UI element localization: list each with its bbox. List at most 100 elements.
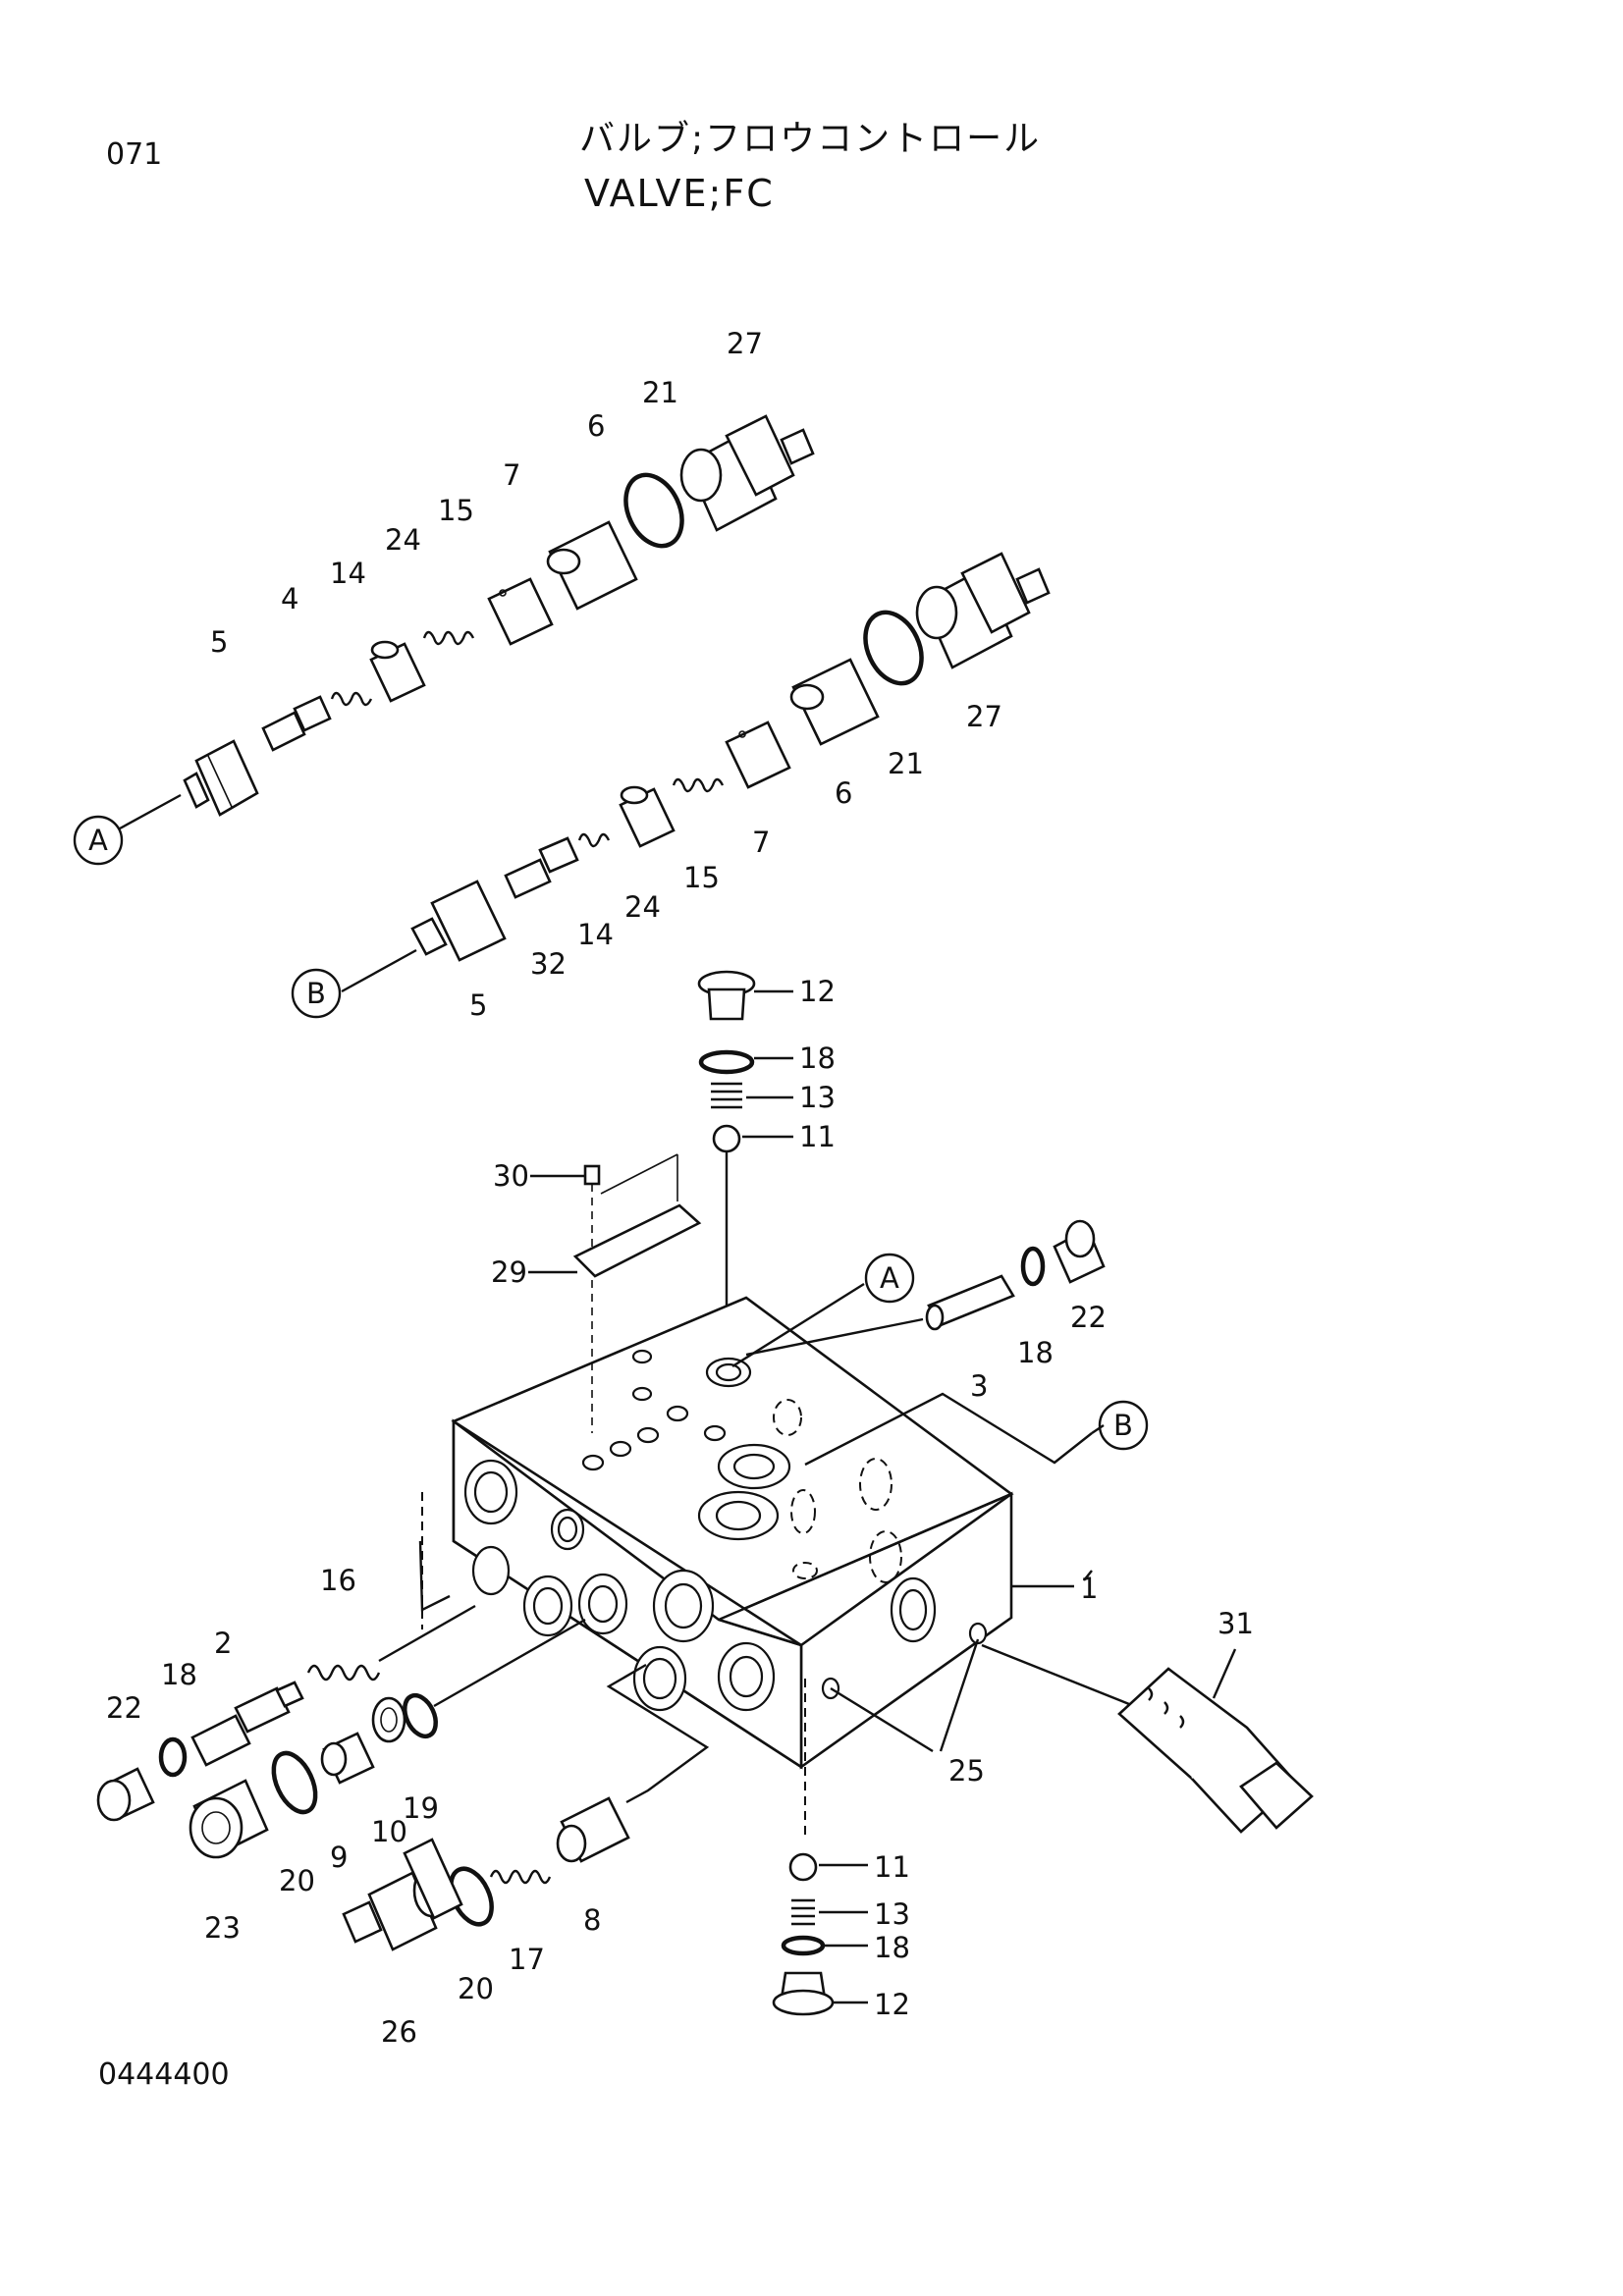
- part-13-spring-bottom: [791, 1898, 815, 1926]
- part-15-spring: [422, 630, 475, 646]
- part-5-hex-plug-b: [410, 880, 507, 962]
- label-12-top: 12: [799, 975, 836, 1008]
- label-6-b: 6: [835, 776, 852, 810]
- label-21-b: 21: [888, 747, 924, 780]
- part-29-name-plate: [528, 1153, 702, 1278]
- part-18-ring-top: [698, 1049, 755, 1075]
- part-21-o-ring: [623, 472, 684, 549]
- label-23: 23: [204, 1911, 241, 1945]
- label-5: 5: [210, 625, 228, 659]
- part-10-seat: [371, 1696, 406, 1743]
- part-18-ring-left: [158, 1736, 188, 1778]
- label-26: 26: [381, 2015, 417, 2049]
- leader-line: [119, 793, 182, 830]
- label-29: 29: [491, 1255, 527, 1289]
- label-12-bottom: 12: [874, 1988, 910, 2021]
- part-14-spring-b: [577, 832, 611, 848]
- part-32-spool: [504, 836, 579, 899]
- part-20-ring: [271, 1750, 318, 1815]
- label-B-mid: B: [306, 977, 326, 1010]
- leader-8: [606, 1663, 710, 1804]
- middle-cartridge-assembly: [341, 552, 1051, 993]
- part-17-spring: [489, 1869, 552, 1885]
- label-18-top: 18: [799, 1041, 836, 1075]
- part-23-plug: [189, 1779, 269, 1859]
- label-30: 30: [493, 1159, 529, 1193]
- part-27-hex-plug-b: [915, 552, 1051, 669]
- part-14-spring: [330, 691, 373, 707]
- label-7-b: 7: [752, 826, 770, 859]
- part-7-piston: [487, 577, 554, 646]
- part-7-piston-b: [725, 721, 791, 789]
- label-31: 31: [1217, 1607, 1254, 1640]
- part-21-o-ring-b: [863, 610, 924, 686]
- part-12-plug-top: [697, 970, 756, 1021]
- label-24: 24: [385, 523, 421, 557]
- label-21: 21: [642, 376, 678, 409]
- label-22-left: 22: [106, 1691, 142, 1725]
- part-11-ball-bottom: [788, 1852, 818, 1882]
- label-2: 2: [214, 1627, 232, 1660]
- label-24-b: 24: [624, 890, 661, 924]
- part-24-seat: [369, 640, 426, 703]
- leader-line: [341, 948, 417, 993]
- label-14: 14: [330, 557, 366, 590]
- label-4: 4: [281, 582, 298, 615]
- label-3: 3: [970, 1369, 988, 1403]
- part-6-sleeve-b: [789, 658, 880, 746]
- part-9-poppet: [320, 1732, 375, 1785]
- part-6-sleeve: [546, 520, 638, 611]
- part-26-hex-plug: [342, 1838, 463, 1951]
- title-japanese: バルブ;フロウコントロール: [579, 119, 1042, 159]
- part-4-spool: [261, 695, 332, 752]
- label-27-b: 27: [966, 700, 1002, 733]
- top-plug-stack: [697, 970, 793, 1345]
- part-11-ball-top: [712, 1124, 741, 1153]
- label-7: 7: [503, 458, 520, 492]
- label-15-b: 15: [683, 861, 720, 894]
- part-5-hex-plug: [183, 739, 259, 817]
- part-18-ring-bottom: [781, 1935, 826, 1956]
- part-24-seat-b: [619, 785, 676, 848]
- label-13-bottom: 13: [874, 1897, 910, 1931]
- label-B-body: B: [1113, 1409, 1133, 1442]
- label-15: 15: [438, 494, 474, 527]
- label-25: 25: [948, 1754, 985, 1788]
- callout-labels: 27 21 6 7 15 24 14 4 5 A 27 21 6 7 15 24…: [88, 327, 1254, 2049]
- part-16-spring: [306, 1664, 381, 1682]
- label-1: 1: [1080, 1572, 1098, 1605]
- label-11-bottom: 11: [874, 1850, 910, 1884]
- part-22-plug-left: [96, 1767, 155, 1822]
- part-22-plug-right: [1053, 1219, 1106, 1284]
- part-12-plug-bottom: [772, 1971, 835, 2016]
- part-13-spring-top: [711, 1082, 742, 1109]
- label-11-top: 11: [799, 1120, 836, 1153]
- label-A-top: A: [88, 824, 108, 857]
- part-31-fitting: [981, 1643, 1314, 1834]
- part-3-spool-right: [745, 1219, 1106, 1357]
- label-14-b: 14: [577, 918, 614, 951]
- label-20: 20: [279, 1864, 315, 1897]
- callout-circles: [73, 815, 1149, 1451]
- label-17: 17: [509, 1943, 545, 1976]
- part-15-spring-b: [672, 777, 725, 793]
- label-22-right: 22: [1070, 1301, 1107, 1334]
- leader-a: [731, 1282, 865, 1368]
- label-6: 6: [587, 409, 605, 443]
- part-25-leaders: [830, 1638, 980, 1753]
- left-assembly: [96, 1540, 710, 1951]
- label-9: 9: [330, 1841, 348, 1874]
- label-A-body: A: [880, 1261, 899, 1295]
- part-2-spool: [190, 1681, 304, 1767]
- label-18-right: 18: [1017, 1336, 1054, 1369]
- page-number: 071: [106, 137, 163, 172]
- leader-b: [804, 1392, 1093, 1467]
- upper-cartridge-assembly: [119, 414, 815, 830]
- label-18-bottom: 18: [874, 1931, 910, 1964]
- label-8: 8: [583, 1903, 601, 1937]
- label-18-left: 18: [161, 1658, 197, 1691]
- label-10: 10: [371, 1815, 407, 1848]
- label-13-top: 13: [799, 1081, 836, 1114]
- part-19-ring: [403, 1692, 438, 1739]
